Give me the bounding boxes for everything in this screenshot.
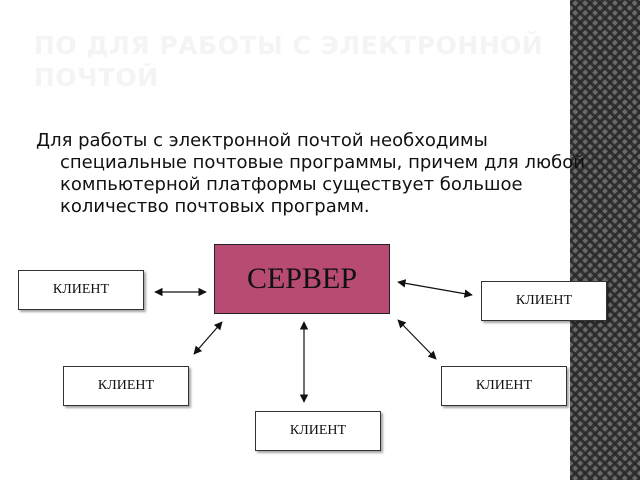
arrow-client-right-top [397,279,473,298]
client-box-right-bottom: КЛИЕНТ [441,366,567,406]
slide-title: ПО ДЛЯ РАБОТЫ С ЭЛЕКТРОННОЙ ПОЧТОЙ [34,31,544,92]
client-box-left-bottom: КЛИЕНТ [63,366,189,406]
arrow-client-right-bottom [397,319,437,360]
slide-body-text: Для работы с электронной почтой необходи… [36,130,585,217]
client-box-center-bottom: КЛИЕНТ [255,411,381,451]
client-box-left-top: КЛИЕНТ [18,270,144,310]
arrow-client-left-bottom [193,321,223,355]
server-box: СЕРВЕР [214,244,390,314]
client-box-right-top: КЛИЕНТ [481,281,607,321]
decorative-stripe [570,0,640,480]
